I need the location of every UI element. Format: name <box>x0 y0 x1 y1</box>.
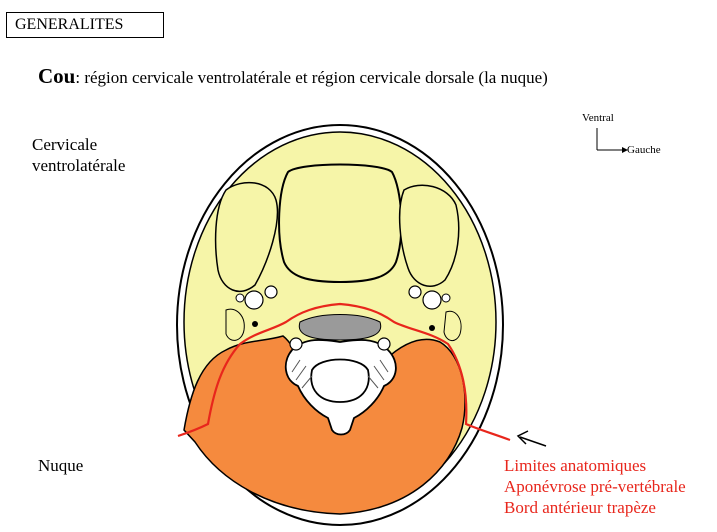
vessel-left-2 <box>264 285 278 299</box>
legend: Limites anatomiques Aponévrose pré-verté… <box>504 455 686 518</box>
transverse-foramen-left <box>289 337 303 351</box>
muscle-right <box>398 184 460 287</box>
vertebra-hatch-right <box>367 359 389 389</box>
vessel-right-3 <box>441 293 451 303</box>
orientation-ventral: Ventral <box>582 112 614 124</box>
label-nuque: Nuque <box>38 456 84 475</box>
orientation-arrows <box>596 128 628 153</box>
prevertebral-muscles <box>298 314 382 341</box>
boundary-line <box>177 302 511 442</box>
orientation-indicator: Ventral Gauche <box>580 112 690 172</box>
vessel-right-2 <box>408 285 422 299</box>
vertebra-hatch-left <box>291 359 313 389</box>
legend-item: Bord antérieur trapèze <box>504 498 656 517</box>
transverse-foramen-right <box>377 337 391 351</box>
legend-item: Aponévrose pré-vertébrale <box>504 477 686 496</box>
vertebral-canal <box>310 358 370 403</box>
section-title: GENERALITES <box>6 12 164 38</box>
pointer-arrow <box>516 430 547 447</box>
page-heading: Cou: région cervicale ventrolatérale et … <box>38 64 548 89</box>
heading-definition: : région cervicale ventrolatérale et rég… <box>75 68 548 87</box>
muscle-left-small <box>225 308 245 341</box>
heading-term: Cou <box>38 64 76 88</box>
vessel-left-dot <box>252 321 258 327</box>
vessel-right-dot <box>429 325 435 331</box>
label-cervicale-ventrolaterale: Cervicale ventrolatérale <box>32 135 126 175</box>
vessel-left-1 <box>244 290 264 310</box>
legend-item: Limites anatomiques <box>504 456 647 475</box>
muscle-right-small <box>443 310 462 341</box>
muscle-left <box>214 181 279 292</box>
larynx <box>278 163 403 284</box>
orientation-gauche: Gauche <box>627 144 661 156</box>
vessel-left-3 <box>235 293 245 303</box>
vessel-right-1 <box>422 290 442 310</box>
